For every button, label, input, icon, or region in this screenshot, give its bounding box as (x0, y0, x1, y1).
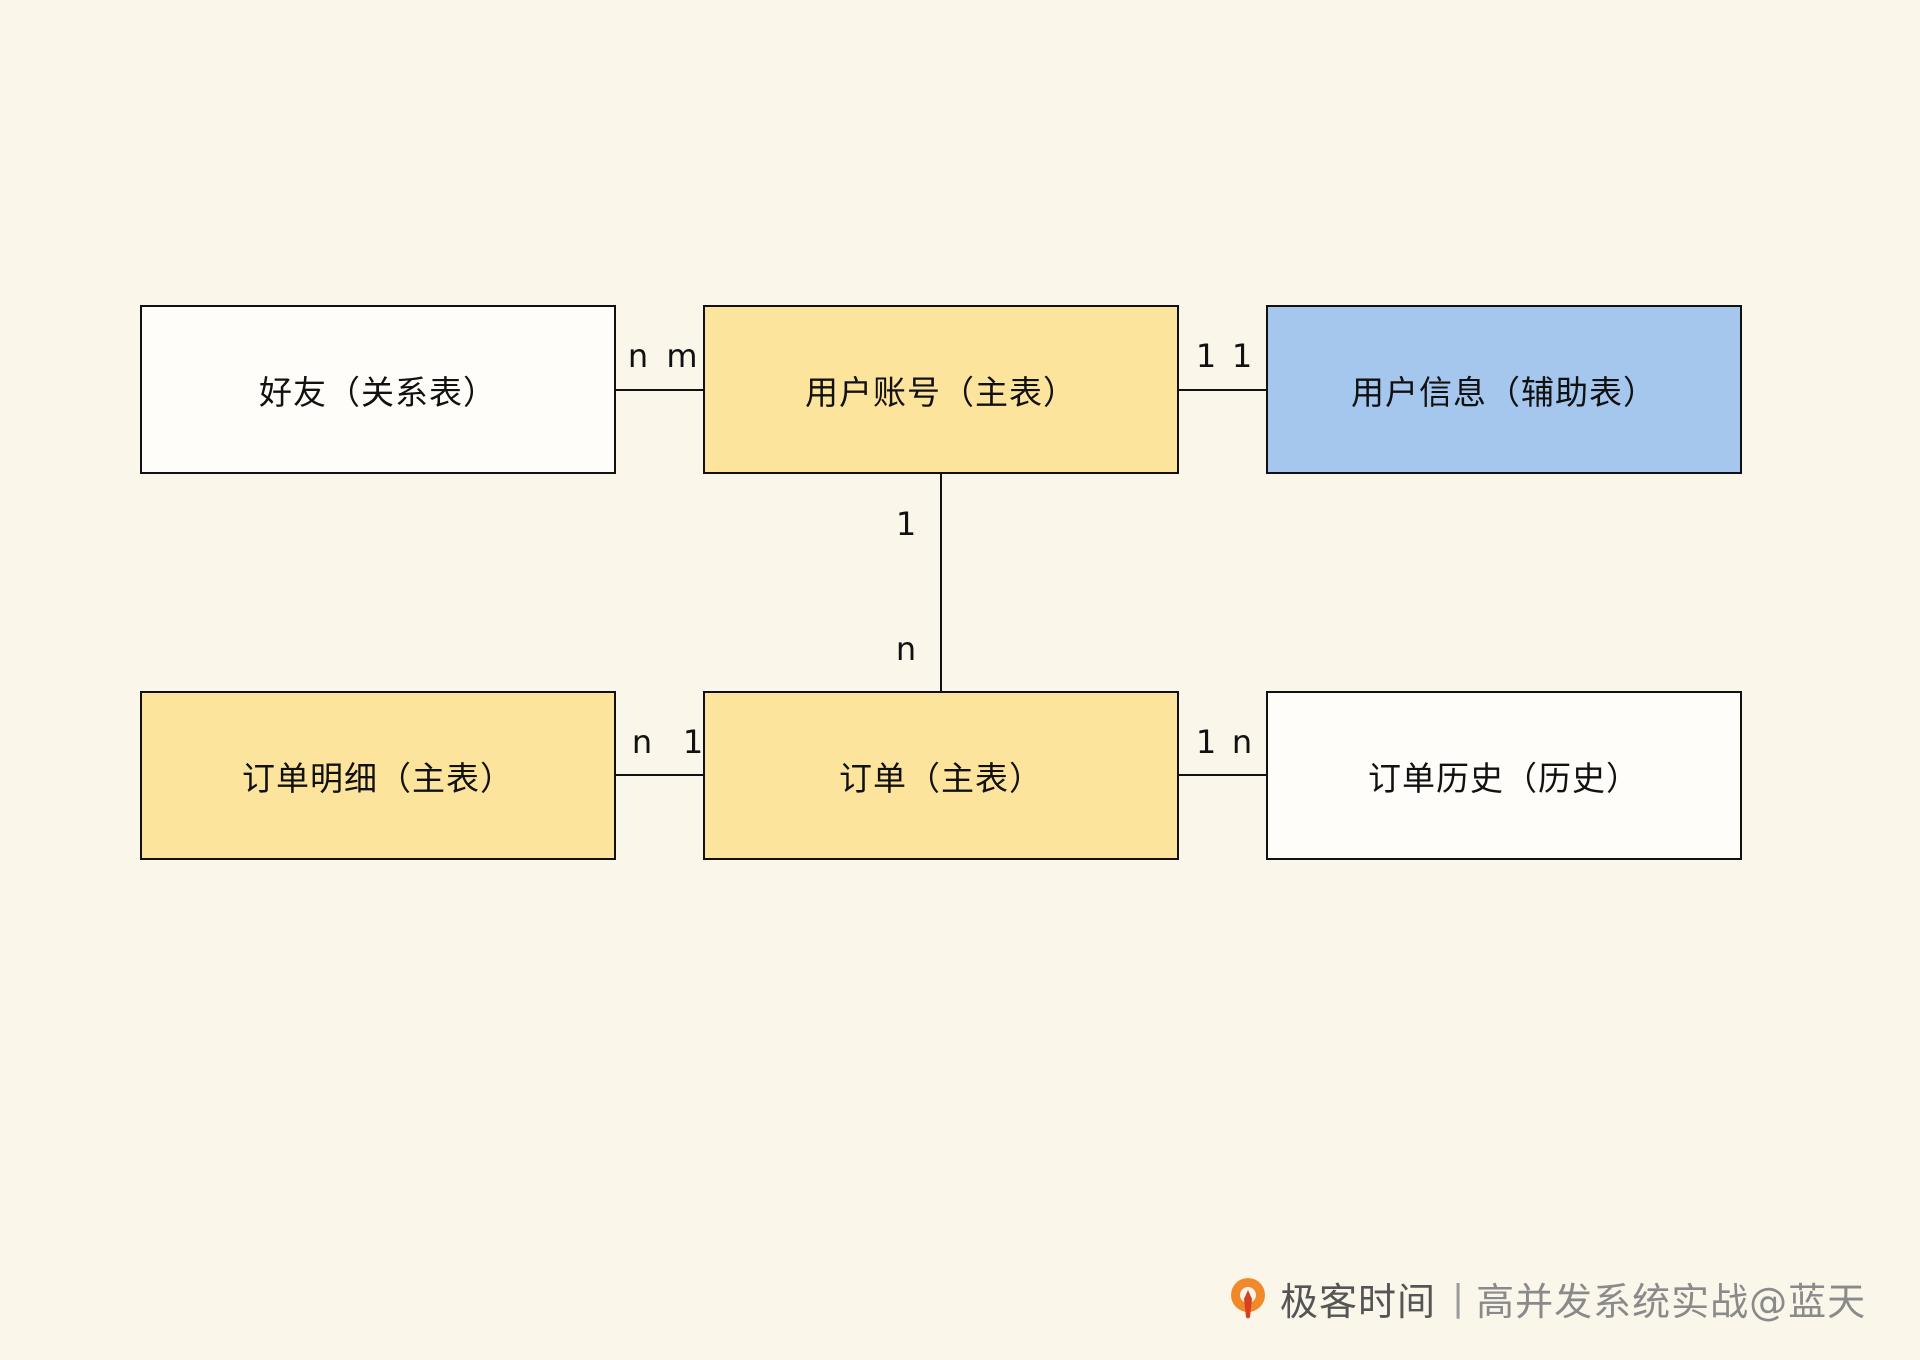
cardinality-label: 1 (682, 723, 704, 761)
watermark-brand: 极客时间 (1280, 1279, 1437, 1324)
watermark-course: 高并发系统实战@蓝天 (1476, 1279, 1867, 1324)
relation-line-order-detail-order (616, 774, 703, 776)
entity-order-detail: 订单明细（主表） (140, 691, 616, 860)
entity-user-account: 用户账号（主表） (703, 305, 1179, 474)
entity-user-info-label: 用户信息（辅助表） (1351, 372, 1657, 412)
cardinality-label: 1 (1231, 337, 1253, 375)
relation-line-order-order-history (1179, 774, 1266, 776)
cardinality-label: n (895, 630, 917, 668)
cardinality-label: n (627, 337, 649, 375)
entity-friends-label: 好友（关系表） (259, 372, 497, 412)
entity-order-history: 订单历史（历史） (1266, 691, 1742, 860)
entity-order: 订单（主表） (703, 691, 1179, 860)
cardinality-label: 1 (1195, 337, 1217, 375)
entity-friends: 好友（关系表） (140, 305, 616, 474)
cardinality-label: n (1231, 723, 1253, 761)
relation-line-friends-user-account (616, 389, 703, 391)
cardinality-label: n (631, 723, 653, 761)
entity-order-label: 订单（主表） (839, 758, 1043, 798)
cardinality-label: m (666, 337, 698, 375)
entity-user-info: 用户信息（辅助表） (1266, 305, 1742, 474)
relation-line-user-account-user-info (1179, 389, 1266, 391)
cardinality-label: 1 (1195, 723, 1217, 761)
cardinality-label: 1 (895, 505, 917, 543)
watermark: 极客时间 | 高并发系统实战@蓝天 (1226, 1274, 1866, 1324)
relation-line-user-account-order (940, 474, 942, 691)
watermark-separator: | (1452, 1277, 1465, 1319)
geektime-logo-icon (1231, 1278, 1265, 1319)
entity-user-account-label: 用户账号（主表） (805, 372, 1077, 412)
entity-order-detail-label: 订单明细（主表） (242, 758, 514, 798)
entity-order-history-label: 订单历史（历史） (1368, 758, 1640, 798)
